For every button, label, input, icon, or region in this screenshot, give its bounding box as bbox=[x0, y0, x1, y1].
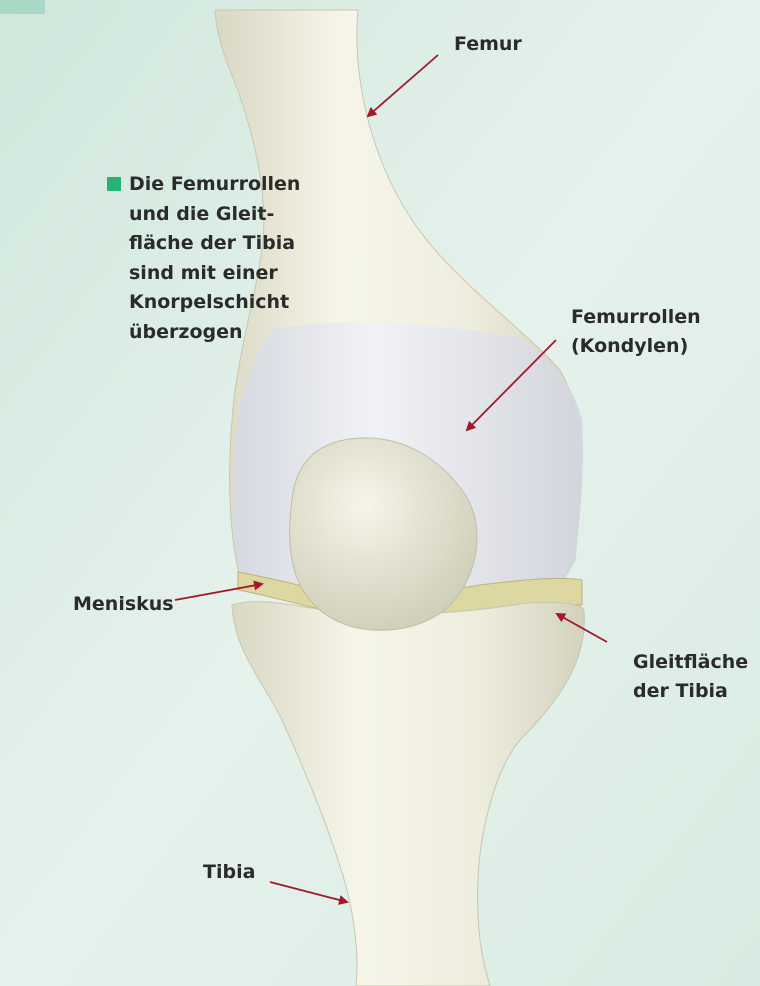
label-femurrollen-line2: (Kondylen) bbox=[571, 332, 701, 361]
label-femur: Femur bbox=[454, 30, 522, 59]
label-gleitflaeche-line1: Gleitfläche bbox=[633, 648, 748, 677]
corner-tab bbox=[0, 0, 45, 14]
cartilage-note: Die Femurrollen und die Gleit- fläche de… bbox=[120, 170, 300, 347]
note-line: sind mit einer bbox=[129, 259, 300, 289]
label-femurrollen: Femurrollen (Kondylen) bbox=[571, 303, 701, 361]
note-line: fläche der Tibia bbox=[129, 229, 300, 259]
note-line: Knorpelschicht bbox=[129, 288, 300, 318]
label-meniskus: Meniskus bbox=[73, 590, 174, 619]
label-femurrollen-line1: Femurrollen bbox=[571, 303, 701, 332]
cartilage-note-text: Die Femurrollen und die Gleit- fläche de… bbox=[120, 170, 300, 347]
note-line: überzogen bbox=[129, 318, 300, 348]
note-line: und die Gleit- bbox=[129, 200, 300, 230]
label-gleitflaeche-line2: der Tibia bbox=[633, 677, 748, 706]
note-line: Die Femurrollen bbox=[129, 170, 300, 200]
label-gleitflaeche: Gleitfläche der Tibia bbox=[633, 648, 748, 706]
label-tibia: Tibia bbox=[203, 858, 255, 887]
bullet-square-icon bbox=[107, 177, 121, 191]
